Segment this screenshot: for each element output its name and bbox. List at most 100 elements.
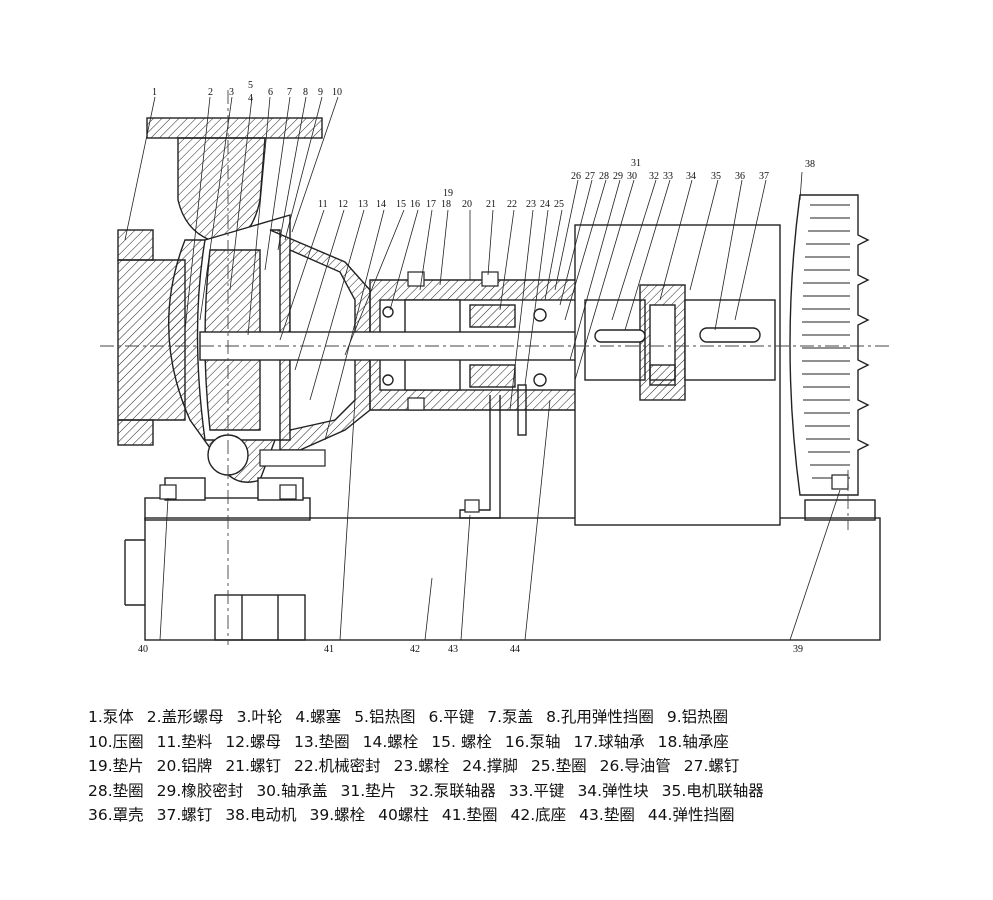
callout-18: 18 — [441, 199, 451, 210]
callout-40: 40 — [138, 644, 148, 655]
callout-43: 43 — [448, 644, 458, 655]
callout-37: 37 — [759, 171, 769, 182]
callout-2: 2 — [208, 87, 213, 98]
legend-item: 29.橡胶密封 — [156, 781, 244, 800]
callout-12: 12 — [338, 199, 348, 210]
legend-item: 15. 螺栓 — [431, 732, 492, 751]
legend-item: 2.盖形螺母 — [146, 708, 224, 726]
legend-item: 7.泵盖 — [487, 708, 534, 726]
callout-20: 20 — [462, 199, 472, 210]
base-frame — [124, 497, 881, 641]
legend-item: 33.平键 — [508, 781, 565, 800]
callout-31: 31 — [631, 158, 641, 169]
legend-item: 1.泵体 — [88, 708, 134, 726]
legend-row-4: 28.垫圈 29.橡胶密封 30.轴承盖 31.垫片 32.泵联轴器 33.平键 34.弹性… — [88, 779, 968, 804]
legend-item: 38.电动机 — [225, 806, 297, 824]
callout-1: 1 — [152, 87, 157, 98]
legend-item: 25.垫圈 — [530, 757, 587, 775]
legend-item: 26.导油管 — [599, 757, 671, 775]
callout-41: 41 — [324, 644, 334, 655]
legend-item: 11.垫料 — [156, 732, 213, 751]
callout-5: 5 — [248, 80, 253, 91]
legend-item: 21.螺钉 — [225, 757, 281, 775]
legend-item: 6.平键 — [428, 708, 475, 726]
legend-item: 28.垫圈 — [88, 781, 144, 800]
callout-19: 19 — [443, 188, 453, 199]
support-foot — [459, 384, 527, 519]
legend-item: 35.电机联轴器 — [661, 781, 764, 800]
callout-labels: 1 2 3 4 5 6 7 8 9 10 11 12 13 14 15 16 1… — [138, 80, 815, 655]
pump-casing — [117, 117, 323, 501]
callout-4: 4 — [248, 93, 253, 104]
callout-22: 22 — [507, 199, 517, 210]
legend-item: 4.螺塞 — [295, 708, 342, 726]
callout-17: 17 — [426, 199, 436, 210]
callout-34: 34 — [686, 171, 696, 182]
callout-25: 25 — [554, 199, 564, 210]
callout-21: 21 — [486, 199, 496, 210]
legend-item: 41.垫圈 — [441, 806, 498, 824]
callout-3: 3 — [229, 87, 234, 98]
callout-7: 7 — [287, 87, 292, 98]
legend-item: 30.轴承盖 — [256, 781, 328, 800]
legend-item: 9.铝热圈 — [666, 708, 729, 726]
legend-item: 12.螺母 — [225, 732, 281, 751]
legend-item: 20.铝牌 — [156, 757, 213, 775]
callout-36: 36 — [735, 171, 745, 182]
legend-item: 31.垫片 — [340, 781, 397, 800]
legend-item: 36.罩壳 — [88, 806, 144, 824]
callout-13: 13 — [358, 199, 368, 210]
legend-item: 42.底座 — [510, 806, 567, 824]
callout-26: 26 — [571, 171, 581, 182]
coupling — [574, 224, 781, 526]
legend-item: 5.铝热图 — [354, 708, 416, 726]
legend-item: 13.垫圈 — [293, 732, 350, 751]
callout-16: 16 — [410, 199, 420, 210]
callout-27: 27 — [585, 171, 595, 182]
callout-15: 15 — [396, 199, 406, 210]
callout-14: 14 — [376, 199, 386, 210]
callout-29: 29 — [613, 171, 623, 182]
legend-item: 16.泵轴 — [504, 732, 561, 751]
callout-33: 33 — [663, 171, 673, 182]
legend-item: 22.机械密封 — [293, 757, 381, 775]
callout-24: 24 — [540, 199, 550, 210]
legend-item: 27.螺钉 — [683, 757, 740, 775]
callout-44: 44 — [510, 644, 520, 655]
callout-28: 28 — [599, 171, 609, 182]
callout-9: 9 — [318, 87, 323, 98]
callout-32: 32 — [649, 171, 659, 182]
callout-11: 11 — [318, 199, 328, 210]
legend-item: 17.球轴承 — [573, 732, 645, 751]
leader-lines — [124, 96, 841, 641]
callout-39: 39 — [793, 644, 803, 655]
legend-item: 37.螺钉 — [156, 806, 213, 824]
electric-motor — [789, 194, 870, 496]
callout-10: 10 — [332, 87, 342, 98]
legend-item: 43.垫圈 — [579, 806, 635, 824]
callout-23: 23 — [526, 199, 536, 210]
callout-38: 38 — [805, 159, 815, 170]
legend-item: 40螺柱 — [378, 806, 429, 824]
legend-item: 32.泵联轴器 — [409, 781, 496, 800]
legend-row-2: 10.压圈 11.垫料 12.螺母 13.垫圈 14.螺栓 15. 螺栓 16.泵轴 17.球… — [88, 730, 968, 755]
legend-item: 34.弹性块 — [577, 781, 649, 800]
legend-item: 44.弹性挡圈 — [647, 806, 735, 824]
callout-6: 6 — [268, 87, 273, 98]
legend-item: 18.轴承座 — [657, 732, 729, 751]
pump-assembly-drawing: 1 2 3 4 5 6 7 8 9 10 11 12 13 14 15 16 1… — [100, 80, 890, 655]
legend-item: 19.垫片 — [88, 757, 144, 775]
callout-42: 42 — [410, 644, 420, 655]
legend-item: 24.撑脚 — [462, 757, 518, 775]
legend-item: 14.螺栓 — [362, 732, 419, 751]
legend-item: 8.孔用弹性挡圈 — [546, 708, 654, 726]
legend-item: 10.压圈 — [88, 732, 144, 751]
legend-item: 23.螺栓 — [393, 757, 450, 775]
legend-row-3: 19.垫片 20.铝牌 21.螺钉 22.机械密封 23.螺栓 24.撑脚 25.垫圈 26.… — [88, 754, 968, 779]
centerlines — [100, 90, 890, 645]
bolts — [159, 271, 849, 513]
callout-35: 35 — [711, 171, 721, 182]
